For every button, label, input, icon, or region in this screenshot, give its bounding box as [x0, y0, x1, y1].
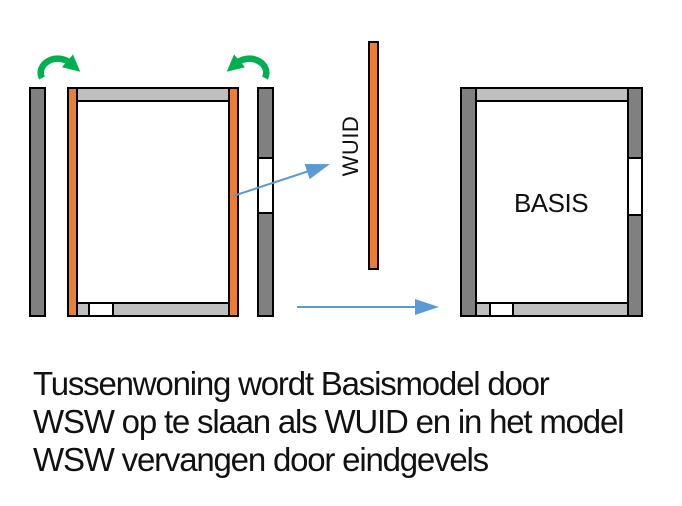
rotate-arrow-left-icon: [37, 54, 81, 80]
caption: Tussenwoning wordt Basismodel door WSW o…: [33, 365, 663, 479]
facade-top-left-plan: [76, 87, 230, 102]
caption-line-3: WSW vervangen door eindgevels: [33, 441, 489, 478]
caption-line-1: Tussenwoning wordt Basismodel door: [33, 365, 550, 402]
basis-label: BASIS: [513, 187, 589, 218]
facade-top-basis: [475, 87, 629, 102]
wsw-orange-wall-left: [67, 87, 78, 317]
door-window-bottom-basis: [489, 302, 514, 317]
wuid-bar: [368, 41, 379, 270]
party-wall-left: [29, 87, 46, 317]
rotate-arrow-right-icon: [226, 54, 270, 80]
window-party-wall-right: [257, 157, 274, 214]
window-eindgevel-right-basis: [627, 157, 643, 216]
caption-line-2: WSW op te slaan als WUID en in het model: [33, 403, 624, 440]
eindgevel-left-basis: [460, 87, 477, 317]
door-window-bottom-left-plan: [88, 302, 114, 317]
wuid-label: WUID: [338, 115, 363, 177]
wsw-orange-wall-right: [228, 87, 239, 317]
